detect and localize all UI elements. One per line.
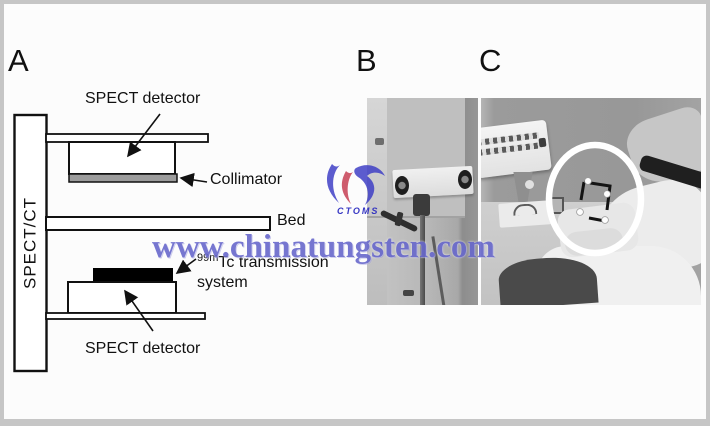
transmission-label: 99mTc transmission (197, 249, 329, 272)
transmission-label-line1: Tc transmission (218, 254, 329, 271)
marker-ball-2 (603, 190, 611, 198)
isotope-superscript: 99m (197, 252, 219, 264)
arrow-top-detector (127, 113, 161, 158)
bottom-rail-shape (45, 312, 206, 320)
camera-knob (525, 180, 534, 189)
bed-shape (45, 216, 271, 231)
wall-floor-line (367, 216, 465, 218)
tripod-leg (431, 236, 446, 305)
marker-frame (583, 180, 612, 211)
gantry-column-shape (13, 113, 48, 373)
panel-b-letter: B (356, 43, 377, 78)
tripod-foot (403, 290, 414, 296)
top-detector-label: SPECT detector (85, 90, 201, 107)
photo-c-patient-setup (481, 98, 701, 305)
source-port-left (395, 176, 409, 195)
wall-door-edge (367, 98, 387, 305)
photo-c-annotations (545, 141, 645, 257)
marker-ball-3 (576, 208, 584, 216)
spect-ct-schematic (13, 113, 271, 373)
arrow-bottom-detector (124, 289, 154, 332)
arrow-transmission (175, 258, 197, 274)
marker-ball-4 (601, 216, 609, 224)
ctoms-logo-icon (326, 164, 385, 205)
collimator-shape (68, 173, 178, 183)
gantry-label: SPECT/CT (20, 196, 40, 290)
source-port-right (458, 170, 472, 189)
tripod-head (413, 194, 430, 216)
highlight-ellipse (545, 141, 645, 257)
bed-label: Bed (277, 212, 306, 229)
transmission-source-shape (93, 268, 173, 282)
wall-fixture (375, 138, 384, 145)
photo-b-transmission-tripod (367, 98, 478, 305)
panel-c-letter: C (479, 43, 502, 78)
top-rail-shape (45, 133, 209, 143)
top-detector-shape (68, 141, 176, 175)
ctoms-logo-caption: CTOMS (337, 206, 380, 216)
arrow-collimator (179, 172, 208, 188)
marker-frame-left (579, 181, 586, 201)
transmission-label-line2: system (197, 274, 248, 291)
collimator-label: Collimator (210, 171, 283, 188)
tripod-column (420, 215, 425, 305)
bottom-detector-label: SPECT detector (85, 340, 201, 357)
marker-ball-1 (584, 177, 592, 185)
bottom-detector-shape (67, 281, 177, 314)
panel-a-letter: A (8, 43, 29, 78)
